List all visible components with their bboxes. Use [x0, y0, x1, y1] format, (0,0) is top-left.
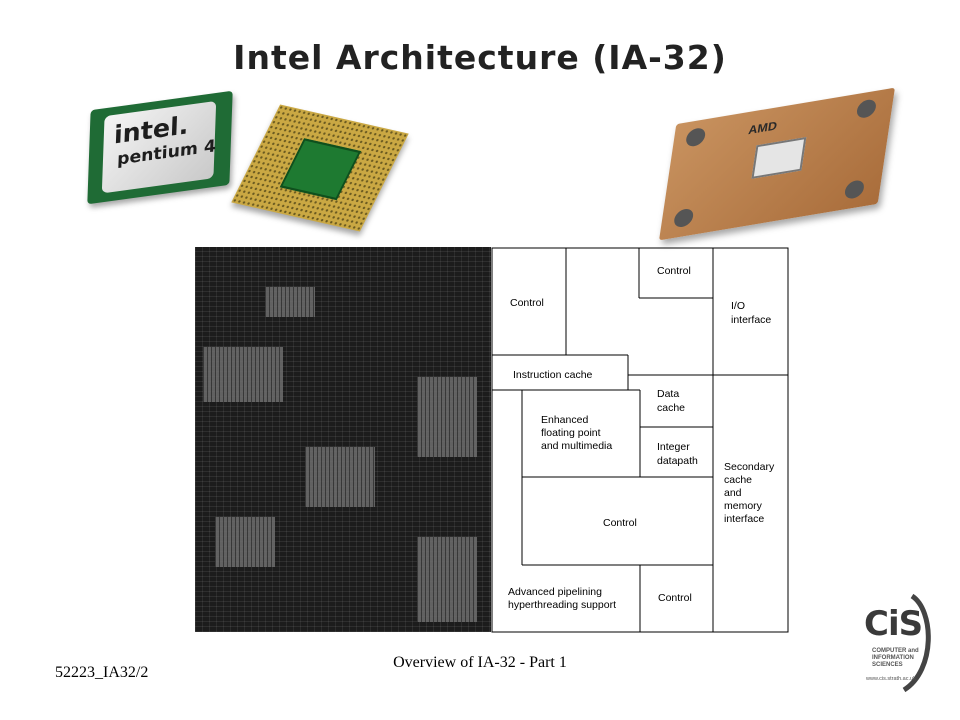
integer-label-line1: Integer — [657, 441, 690, 453]
amd-pad — [672, 207, 695, 229]
amd-pad — [843, 179, 866, 200]
slide-title: Intel Architecture (IA-32) — [233, 38, 727, 77]
secondary-label-line5: interface — [724, 513, 764, 525]
die-block — [215, 517, 275, 567]
die-block — [265, 287, 315, 317]
amd-chip-image: AMD — [659, 87, 895, 241]
amd-pad — [684, 126, 707, 148]
io-label-line2: interface — [731, 314, 771, 326]
control-middle-label: Control — [603, 517, 637, 529]
die-block — [305, 447, 375, 507]
logo-url: www.cis.strath.ac.uk — [866, 676, 916, 682]
die-block — [203, 347, 283, 402]
fp-label-line1: Enhanced — [541, 414, 588, 426]
chip-core — [279, 138, 362, 201]
io-label-line1: I/O — [731, 300, 745, 312]
logo-text: CiS — [864, 604, 923, 644]
pentium4-chip-image: intel. pentium 4 — [87, 90, 233, 205]
floorplan-diagram: Control Control I/O interface Instructio… — [491, 247, 789, 633]
slide-footer: Overview of IA-32 - Part 1 — [393, 654, 567, 671]
pentium4-pin-side-image — [231, 104, 409, 232]
secondary-label-line3: and — [724, 487, 742, 499]
amd-brand-text: AMD — [747, 118, 778, 138]
pipeline-label-line2: hyperthreading support — [508, 599, 616, 611]
slide-id: 52223_IA32/2 — [55, 664, 149, 681]
cis-logo: CiS COMPUTER and INFORMATION SCIENCES ww… — [864, 590, 934, 700]
secondary-label-line1: Secondary — [724, 461, 775, 473]
logo-subtitle: COMPUTER and INFORMATION SCIENCES — [872, 648, 919, 668]
fp-label-line2: floating point — [541, 427, 601, 439]
die-photograph — [195, 247, 491, 632]
secondary-label-line4: memory — [724, 500, 763, 512]
fp-label-line3: and multimedia — [541, 440, 612, 452]
instruction-cache-label: Instruction cache — [513, 369, 593, 381]
pipeline-label-line1: Advanced pipelining — [508, 586, 602, 598]
amd-die — [751, 137, 807, 179]
secondary-label-line2: cache — [724, 474, 752, 486]
logo-swoosh-icon — [902, 593, 931, 693]
control-top-label: Control — [657, 265, 691, 277]
data-cache-label-line1: Data — [657, 388, 679, 400]
control-top-left-label: Control — [510, 297, 544, 309]
data-cache-label-line2: cache — [657, 402, 685, 414]
die-block — [417, 377, 477, 457]
integer-label-line2: datapath — [657, 455, 698, 467]
control-bottom-label: Control — [658, 592, 692, 604]
die-block — [417, 537, 477, 622]
amd-pad — [855, 98, 878, 120]
